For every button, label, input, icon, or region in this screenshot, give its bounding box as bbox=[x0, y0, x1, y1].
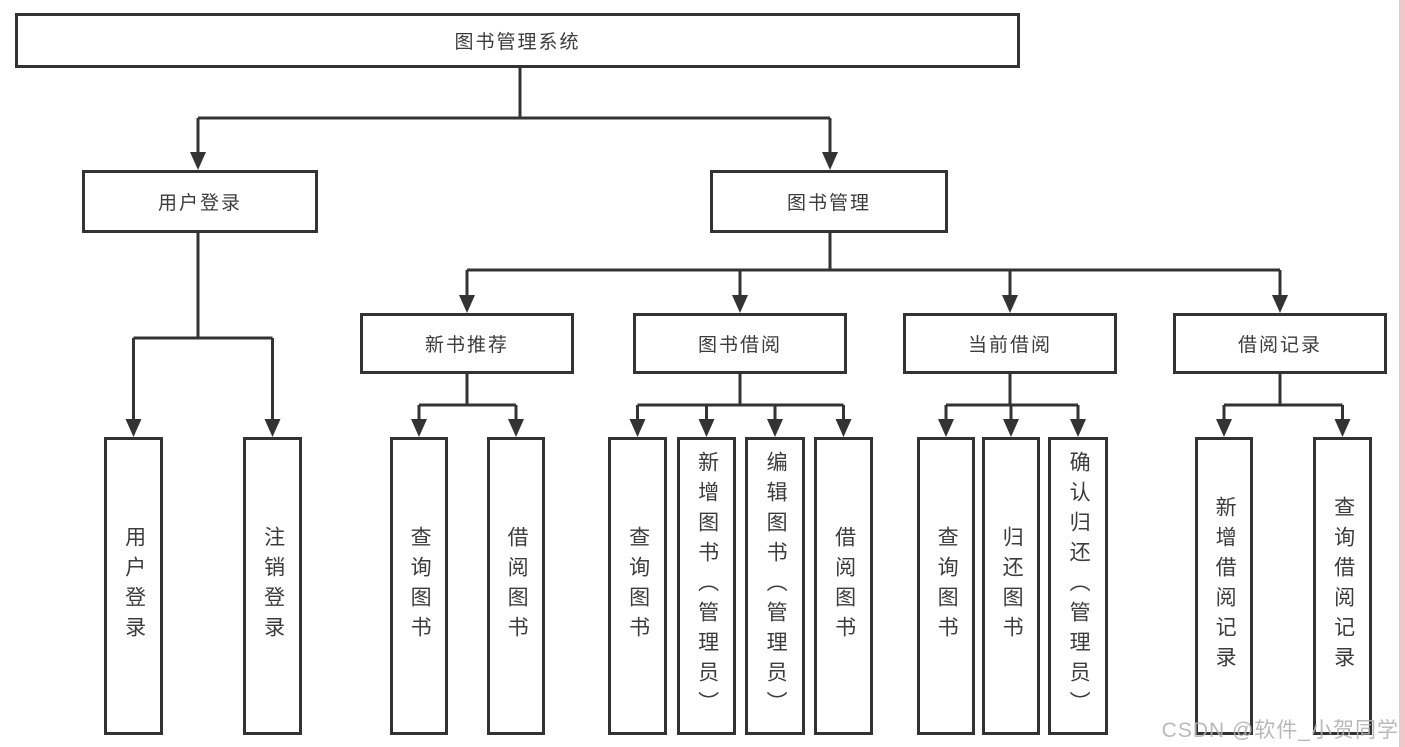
node-new-book-recommend: 新书推荐 bbox=[360, 313, 574, 374]
node-label: 新书推荐 bbox=[424, 335, 509, 356]
node-label: 用户登录 bbox=[122, 526, 146, 646]
node-book-borrow: 图书借阅 bbox=[633, 313, 847, 374]
node-label: 查询图书 bbox=[935, 526, 959, 646]
node-label: 查询图书 bbox=[408, 526, 432, 646]
leaf-add-borrow-record: 新增借阅记录 bbox=[1195, 437, 1253, 735]
node-label: 图书管理系统 bbox=[454, 32, 581, 53]
arrowhead-icons bbox=[125, 152, 1351, 437]
node-label: 图书借阅 bbox=[697, 335, 782, 356]
node-label: 新增借阅记录 bbox=[1213, 496, 1237, 676]
leaf-query-books-current: 查询图书 bbox=[917, 437, 975, 735]
node-label: 查询图书 bbox=[626, 526, 650, 646]
node-label: 确认归还（管理员） bbox=[1067, 451, 1091, 721]
leaf-logout: 注销登录 bbox=[243, 437, 302, 735]
node-user-login: 用户登录 bbox=[82, 170, 318, 233]
node-label: 借阅图书 bbox=[505, 526, 529, 646]
leaf-borrow-books: 借阅图书 bbox=[814, 437, 873, 735]
node-root-library-management-system: 图书管理系统 bbox=[15, 13, 1020, 68]
leaf-add-books-admin: 新增图书（管理员） bbox=[677, 437, 736, 735]
leaf-confirm-return-admin: 确认归还（管理员） bbox=[1048, 437, 1108, 735]
leaf-query-books-recommend: 查询图书 bbox=[390, 437, 448, 735]
csdn-watermark: CSDN @软件_小贺同学 bbox=[1161, 719, 1399, 742]
node-label: 编辑图书（管理员） bbox=[764, 451, 788, 721]
node-label: 注销登录 bbox=[261, 526, 285, 646]
leaf-edit-books-admin: 编辑图书（管理员） bbox=[745, 437, 805, 735]
node-label: 归还图书 bbox=[1000, 526, 1024, 646]
node-label: 查询借阅记录 bbox=[1331, 496, 1355, 676]
node-current-borrow: 当前借阅 bbox=[903, 313, 1117, 374]
leaf-query-books-borrow: 查询图书 bbox=[608, 437, 667, 735]
right-edge-strip bbox=[1399, 0, 1405, 747]
node-label: 当前借阅 bbox=[967, 335, 1052, 356]
leaf-return-books: 归还图书 bbox=[982, 437, 1040, 735]
node-label: 用户登录 bbox=[157, 193, 242, 214]
node-label: 借阅图书 bbox=[832, 526, 856, 646]
node-label: 新增图书（管理员） bbox=[695, 451, 719, 721]
leaf-query-borrow-record: 查询借阅记录 bbox=[1313, 437, 1372, 735]
node-label: 借阅记录 bbox=[1237, 335, 1322, 356]
node-borrow-records: 借阅记录 bbox=[1173, 313, 1387, 374]
node-book-management: 图书管理 bbox=[710, 170, 948, 233]
leaf-borrow-books-recommend: 借阅图书 bbox=[487, 437, 545, 735]
node-label: 图书管理 bbox=[786, 193, 871, 214]
leaf-user-login: 用户登录 bbox=[104, 437, 163, 735]
